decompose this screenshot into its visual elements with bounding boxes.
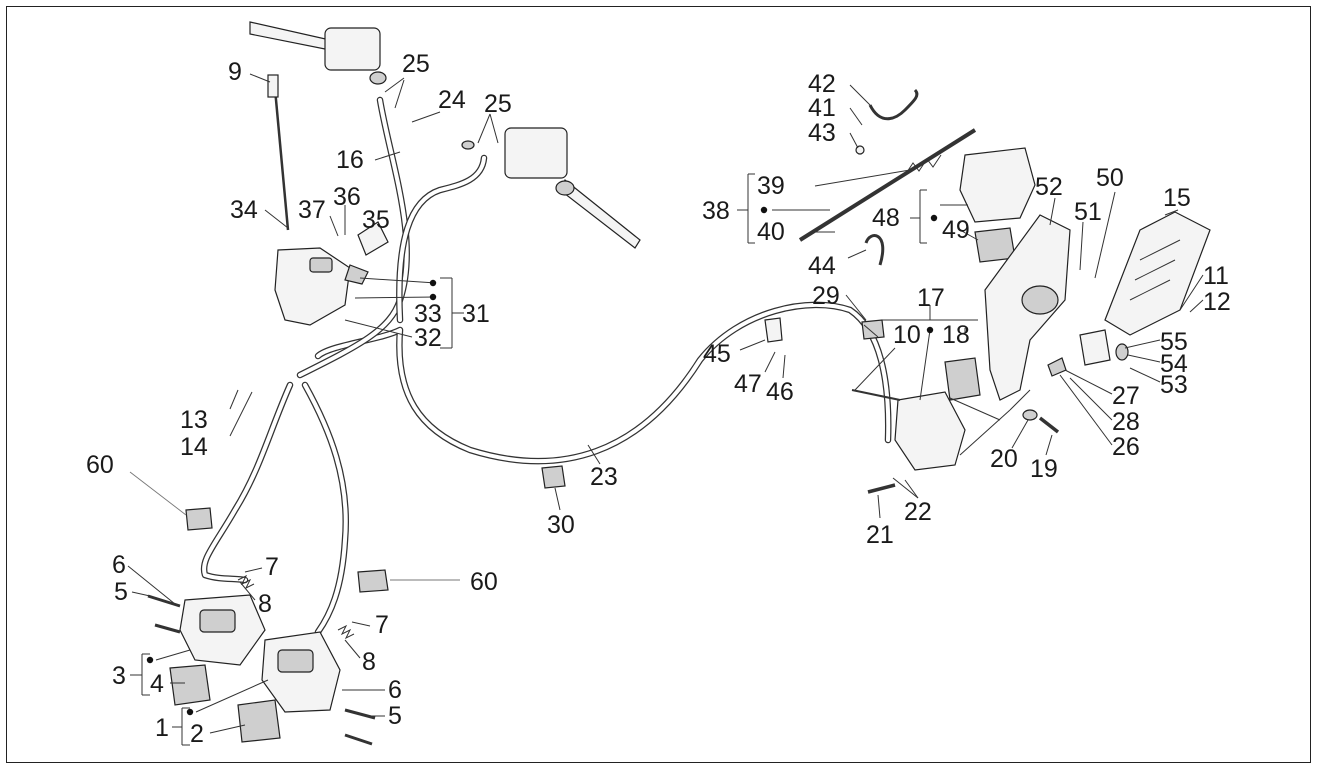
callout-3: 3 bbox=[112, 662, 126, 690]
callout-15: 15 bbox=[1163, 184, 1191, 212]
callout-28: 28 bbox=[1112, 408, 1140, 436]
callout-5: 5 bbox=[114, 578, 128, 606]
callout-25: 25 bbox=[402, 50, 430, 78]
callout-24: 24 bbox=[438, 86, 466, 114]
callout-21: 21 bbox=[866, 521, 894, 549]
callout-51: 51 bbox=[1074, 198, 1102, 226]
callout-46: 46 bbox=[766, 378, 794, 406]
callout-2: 2 bbox=[190, 720, 204, 748]
callout-27: 27 bbox=[1112, 382, 1140, 410]
callout-35: 35 bbox=[362, 206, 390, 234]
callout-9: 9 bbox=[228, 58, 242, 86]
callout-23: 23 bbox=[590, 463, 618, 491]
callout-60: 60 bbox=[86, 451, 114, 479]
callout-4: 4 bbox=[150, 670, 164, 698]
rear-master-cylinder bbox=[504, 127, 568, 179]
callout-8: 8 bbox=[362, 648, 376, 676]
callout-42: 42 bbox=[808, 70, 836, 98]
pad-front-right bbox=[237, 699, 281, 743]
brake-hoses bbox=[200, 96, 892, 636]
callout-7: 7 bbox=[375, 611, 389, 639]
leader-lines bbox=[127, 73, 1204, 746]
callout-17: 17 bbox=[917, 284, 945, 312]
callout-11: 11 bbox=[1203, 262, 1229, 290]
callout-43: 43 bbox=[808, 119, 836, 147]
callout-29: 29 bbox=[812, 282, 840, 310]
callout-6: 6 bbox=[112, 551, 126, 579]
callout-25: 25 bbox=[484, 90, 512, 118]
bullet-dots bbox=[146, 206, 938, 716]
callout-labels: 9 25 24 25 16 34 37 36 35 33 31 32 13 14… bbox=[86, 50, 1231, 748]
front-master-cylinder bbox=[324, 27, 381, 71]
callout-8: 8 bbox=[258, 590, 272, 618]
callout-12: 12 bbox=[1203, 288, 1231, 316]
callout-36: 36 bbox=[333, 183, 361, 211]
hose-right-master bbox=[396, 154, 488, 324]
callout-1: 1 bbox=[155, 714, 169, 742]
callout-13: 13 bbox=[180, 406, 208, 434]
callout-49: 49 bbox=[942, 216, 970, 244]
callout-19: 19 bbox=[1030, 455, 1058, 483]
caliper-rear-lower bbox=[894, 391, 966, 471]
callout-10: 10 bbox=[893, 321, 921, 349]
callout-30: 30 bbox=[547, 511, 575, 539]
callout-32: 32 bbox=[414, 324, 442, 352]
callout-18: 18 bbox=[942, 321, 970, 349]
pad-front-left bbox=[169, 664, 211, 706]
callout-38: 38 bbox=[702, 197, 730, 225]
callout-20: 20 bbox=[990, 445, 1018, 473]
callout-41: 41 bbox=[808, 94, 836, 122]
clip-30 bbox=[541, 465, 566, 489]
callout-52: 52 bbox=[1035, 173, 1063, 201]
guard-15 bbox=[1104, 211, 1211, 336]
callout-50: 50 bbox=[1096, 164, 1124, 192]
callout-39: 39 bbox=[757, 172, 785, 200]
caliper-rear bbox=[959, 147, 1036, 223]
callout-6: 6 bbox=[388, 676, 402, 704]
part-shapes bbox=[147, 21, 1211, 746]
callout-53: 53 bbox=[1160, 371, 1188, 399]
callout-14: 14 bbox=[180, 433, 208, 461]
callout-33: 33 bbox=[414, 300, 442, 328]
callout-26: 26 bbox=[1112, 433, 1140, 461]
callout-55: 55 bbox=[1160, 328, 1188, 356]
callout-40: 40 bbox=[757, 218, 785, 246]
callout-60: 60 bbox=[470, 568, 498, 596]
callout-47: 47 bbox=[734, 370, 762, 398]
clip-60-left bbox=[185, 507, 213, 531]
callout-37: 37 bbox=[298, 196, 326, 224]
callout-48: 48 bbox=[872, 204, 900, 232]
callout-7: 7 bbox=[265, 553, 279, 581]
callout-5: 5 bbox=[388, 702, 402, 730]
callout-31: 31 bbox=[462, 300, 490, 328]
callout-44: 44 bbox=[808, 252, 836, 280]
callout-22: 22 bbox=[904, 498, 932, 526]
front-lever bbox=[249, 21, 331, 51]
callout-16: 16 bbox=[336, 146, 364, 174]
callout-54: 54 bbox=[1160, 350, 1188, 378]
callout-34: 34 bbox=[230, 196, 258, 224]
callout-45: 45 bbox=[703, 340, 731, 368]
clip-60-right bbox=[357, 569, 389, 593]
